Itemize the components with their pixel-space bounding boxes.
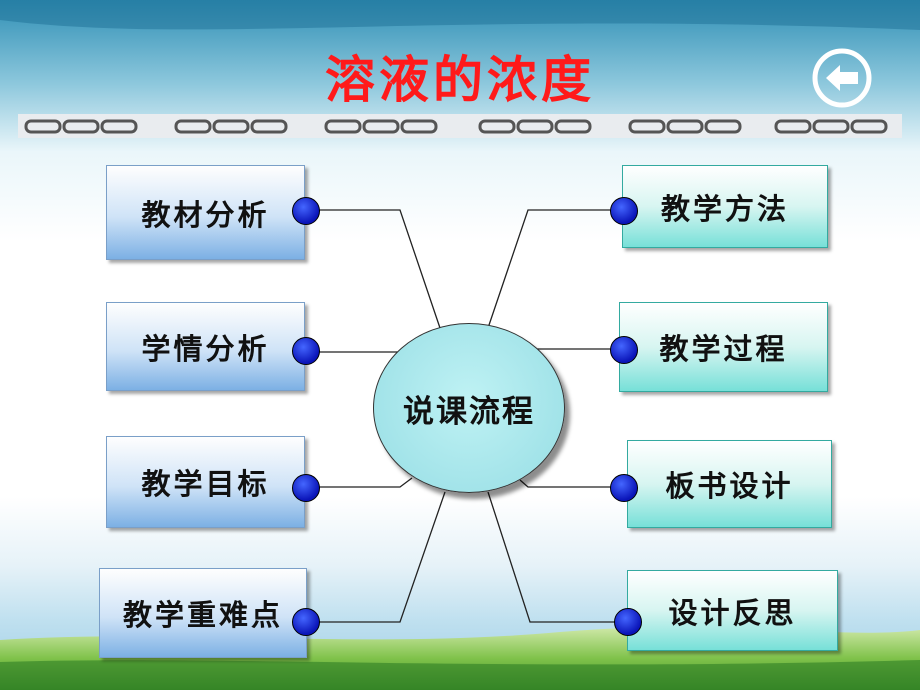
node-jiaoxue-fangfa[interactable]: 教学方法 <box>622 165 828 248</box>
node-label: 教学方法 <box>660 191 789 226</box>
connector-line <box>305 491 446 623</box>
node-label: 设计反思 <box>668 595 797 630</box>
connector-dot <box>610 197 638 225</box>
node-jiaoxue-zhongnandian[interactable]: 教学重难点 <box>99 568 307 658</box>
connector-line <box>305 477 413 488</box>
node-banshu-sheji[interactable]: 板书设计 <box>627 440 832 528</box>
connector-line <box>519 479 623 488</box>
node-label: 板书设计 <box>665 469 794 503</box>
connector-line <box>487 209 623 329</box>
connector-dot <box>614 608 642 636</box>
node-label: 教学过程 <box>659 332 788 366</box>
node-label: 教学重难点 <box>122 598 283 632</box>
node-label: 学情分析 <box>141 331 270 366</box>
node-label: 教材分析 <box>141 197 270 232</box>
center-node[interactable]: 说课流程 <box>373 323 565 493</box>
slide-title: 溶液的浓度 <box>325 50 595 109</box>
node-jiaocai-fenxi[interactable]: 教材分析 <box>106 165 305 260</box>
connector-dot <box>292 197 320 225</box>
connector-line <box>305 209 441 329</box>
node-sheji-fansi[interactable]: 设计反思 <box>627 570 838 651</box>
connector-dot <box>610 474 638 502</box>
connector-dot <box>292 608 320 636</box>
chain-divider <box>18 114 902 138</box>
connector-line <box>487 491 627 623</box>
node-label: 教学目标 <box>141 467 270 501</box>
node-jiaoxue-guocheng[interactable]: 教学过程 <box>619 302 828 392</box>
connector-dot <box>292 337 320 365</box>
connector-dot <box>610 336 638 364</box>
node-jiaoxue-mubiao[interactable]: 教学目标 <box>106 436 305 528</box>
center-label: 说课流程 <box>403 393 535 430</box>
connector-dot <box>292 474 320 502</box>
back-arrow-icon[interactable] <box>812 48 872 108</box>
node-xueqing-fenxi[interactable]: 学情分析 <box>106 302 305 391</box>
